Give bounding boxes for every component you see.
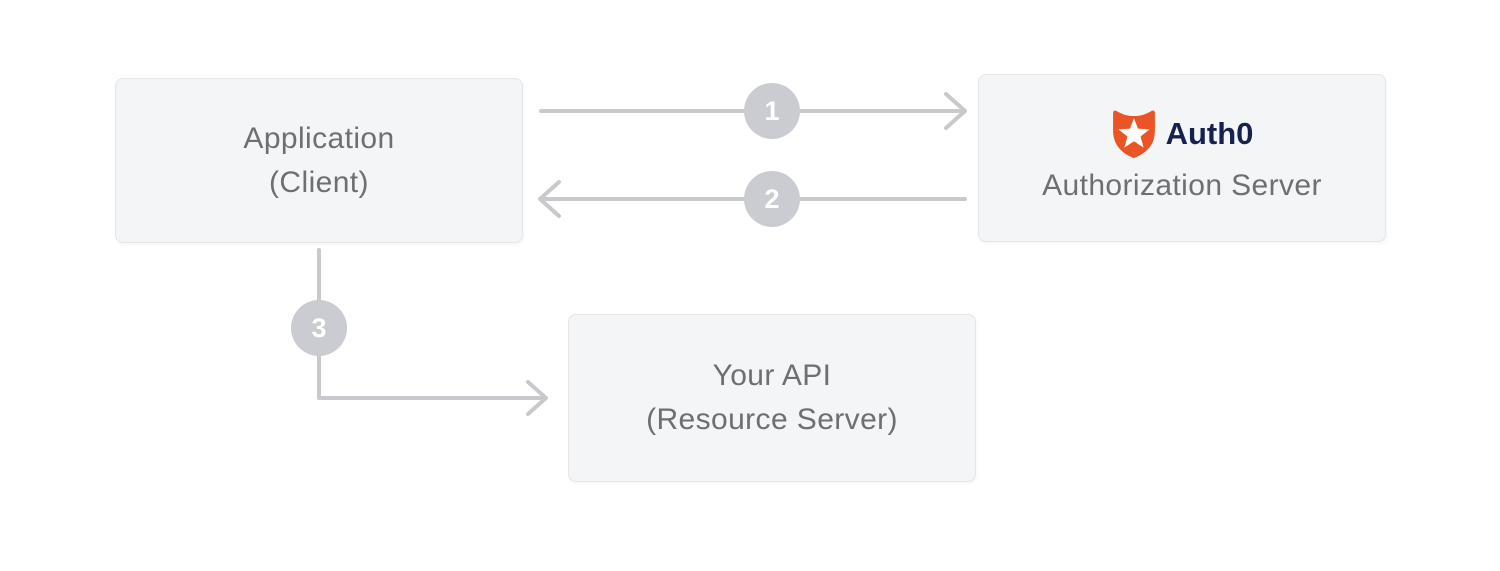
auth0-shield-icon (1111, 109, 1157, 159)
api-label-line1: Your API (712, 359, 832, 392)
authorization-server-label: Authorization Server (1042, 168, 1322, 202)
application-label-line2: (Client) (269, 165, 369, 199)
api-node: Your API (Resource Server) (568, 314, 976, 482)
step-badge-2: 2 (744, 171, 800, 227)
step-badge-1: 1 (744, 83, 800, 139)
arrow-3 (317, 248, 548, 416)
application-label-line1: Application (243, 121, 395, 155)
authorization-server-node: Auth0 Authorization Server (978, 74, 1386, 242)
auth0-wordmark: Auth0 (1165, 115, 1254, 151)
auth0-logo: Auth0 (1111, 109, 1254, 159)
application-node: Application (Client) (115, 78, 523, 243)
api-label-line2: (Resource Server) (646, 403, 898, 436)
step-badge-3: 3 (291, 300, 347, 356)
